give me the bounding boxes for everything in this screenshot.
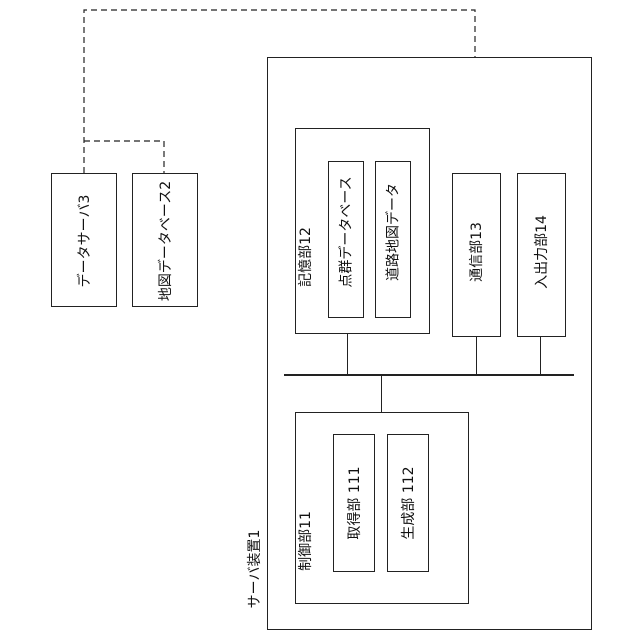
data-server-box: データサーバ3 <box>51 173 117 307</box>
road-map-data-label: 道路地図データ <box>386 154 402 311</box>
map-database-label: 地図データベース2 <box>158 174 174 308</box>
storage-bus-connector <box>347 334 348 374</box>
point-cloud-database-label: 点群データベース <box>339 154 355 311</box>
point-cloud-database-box: 点群データベース <box>328 161 364 318</box>
data-server-label: データサーバ3 <box>77 174 93 308</box>
generation-unit-box: 生成部 112 <box>387 434 429 572</box>
io-unit-box: 入出力部14 <box>517 173 566 337</box>
control-unit-box: 制御部11 <box>295 412 469 604</box>
map-database-box: 地図データベース2 <box>132 173 198 307</box>
communication-unit-label: 通信部13 <box>469 170 485 334</box>
acquisition-unit-label: 取得部 111 <box>347 434 363 572</box>
communication-bus-connector <box>476 337 477 374</box>
control-bus-connector <box>381 376 382 412</box>
dashed-link-map-database <box>84 141 164 173</box>
io-bus-connector <box>540 337 541 374</box>
storage-unit-label: 記憶部12 <box>298 207 314 307</box>
acquisition-unit-box: 取得部 111 <box>333 434 375 572</box>
io-unit-label: 入出力部14 <box>534 170 550 334</box>
internal-bus <box>284 374 574 376</box>
road-map-data-box: 道路地図データ <box>375 161 411 318</box>
generation-unit-label: 生成部 112 <box>401 434 417 572</box>
communication-unit-box: 通信部13 <box>452 173 501 337</box>
control-unit-label: 制御部11 <box>298 491 314 591</box>
server-device-label: サーバ装置1 <box>247 519 263 619</box>
